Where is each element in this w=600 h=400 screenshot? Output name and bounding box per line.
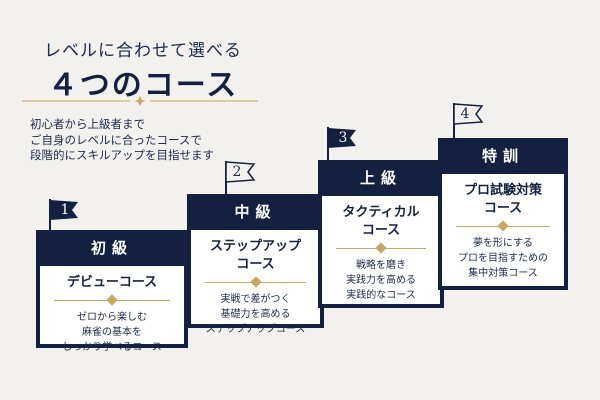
flag-icon: 2 — [220, 158, 260, 198]
diamond-icon — [106, 294, 118, 306]
course-desc-line: プロを目指すための — [458, 253, 548, 264]
course-description: 戦略を磨き 実践力を高める 実践的なコース — [322, 258, 440, 303]
diamond-icon — [375, 242, 387, 254]
course-title-line: プロ試験対策 — [463, 183, 542, 198]
course-title-line: デビューコース — [66, 275, 158, 290]
course-card-special[interactable]: 特訓 プロ試験対策 コース 夢を形にする プロを目指すための 集中対策コース — [438, 138, 568, 290]
course-divider — [336, 242, 426, 254]
course-panel: デビューコース ゼロから楽しむ 麻雀の基本を しっかり学べるコース — [40, 266, 184, 353]
course-panel: ステップアップ コース 実戦で差がつく 基礎力を高める ステップアップコース — [191, 230, 320, 335]
course-description: 夢を形にする プロを目指すための 集中対策コース — [442, 236, 564, 281]
course-title-line: コース — [361, 223, 401, 238]
course-level: 特訓 — [481, 147, 524, 165]
flag-icon: 4 — [448, 100, 488, 140]
course-card-intermediate[interactable]: 中級 ステップアップ コース 実戦で差がつく 基礎力を高める ステップアップコー… — [187, 194, 324, 335]
course-title-line: タクティカル — [342, 205, 420, 220]
course-desc-line: 基礎力を高める — [220, 309, 291, 320]
course-card-beginner[interactable]: 初級 デビューコース ゼロから楽しむ 麻雀の基本を しっかり学べるコース — [36, 230, 188, 353]
course-level: 初級 — [90, 239, 133, 257]
course-title: タクティカル コース — [322, 204, 440, 240]
course-title-line: ステップアップ — [209, 239, 301, 254]
intro-text: 初心者から上級者まで ご自身のレベルに合ったコースで 段階的にスキルアップを目指… — [30, 117, 250, 164]
course-level: 上級 — [359, 169, 402, 187]
intro-line: 段階的にスキルアップを目指せます — [30, 148, 214, 162]
course-panel: プロ試験対策 コース 夢を形にする プロを目指すための 集中対策コース — [442, 174, 564, 286]
course-number: 3 — [338, 130, 348, 146]
course-desc-line: 実戦で差がつく — [220, 294, 291, 305]
heading-divider-ornament — [22, 96, 258, 106]
course-panel: タクティカル コース 戦略を磨き 実践力を高める 実践的なコース — [322, 196, 440, 304]
flag-icon: 1 — [44, 196, 84, 236]
course-desc-line: 戦略を磨き — [356, 260, 406, 271]
course-number: 2 — [232, 164, 242, 180]
course-number: 1 — [60, 202, 70, 218]
diamond-icon — [497, 220, 509, 232]
heading-title: ４つのコース — [47, 68, 239, 103]
course-desc-line: 実践力を高める — [346, 275, 416, 286]
course-title: ステップアップ コース — [191, 238, 320, 274]
diamond-icon — [249, 276, 262, 288]
course-desc-line: 実践的なコース — [346, 290, 416, 301]
flag-icon: 3 — [322, 124, 362, 164]
course-divider — [54, 294, 170, 306]
intro-line: 初心者から上級者まで — [30, 117, 145, 131]
course-card-advanced[interactable]: 上級 タクティカル コース 戦略を磨き 実践力を高める 実践的なコース — [318, 160, 444, 308]
course-desc-line: ゼロから楽しむ — [77, 312, 147, 323]
course-title: プロ試験対策 コース — [442, 182, 564, 218]
course-divider — [205, 276, 306, 288]
course-number: 4 — [460, 106, 470, 122]
course-desc-line: 夢を形にする — [472, 238, 534, 249]
course-desc-line: しっかり学べるコース — [62, 342, 162, 353]
course-desc-line: 麻雀の基本を — [82, 327, 142, 338]
course-level: 中級 — [234, 203, 277, 221]
intro-line: ご自身のレベルに合ったコースで — [30, 132, 202, 147]
heading-subtitle: レベルに合わせて選べる — [44, 41, 242, 61]
course-divider — [456, 220, 550, 232]
course-desc-line: ステップアップコース — [205, 324, 306, 335]
course-title-line: コース — [483, 201, 523, 216]
course-title: デビューコース — [40, 274, 184, 292]
course-desc-line: 集中対策コース — [468, 268, 538, 279]
course-description: ゼロから楽しむ 麻雀の基本を しっかり学べるコース — [40, 310, 184, 355]
course-description: 実戦で差がつく 基礎力を高める ステップアップコース — [191, 292, 320, 337]
course-title-line: コース — [236, 257, 275, 272]
